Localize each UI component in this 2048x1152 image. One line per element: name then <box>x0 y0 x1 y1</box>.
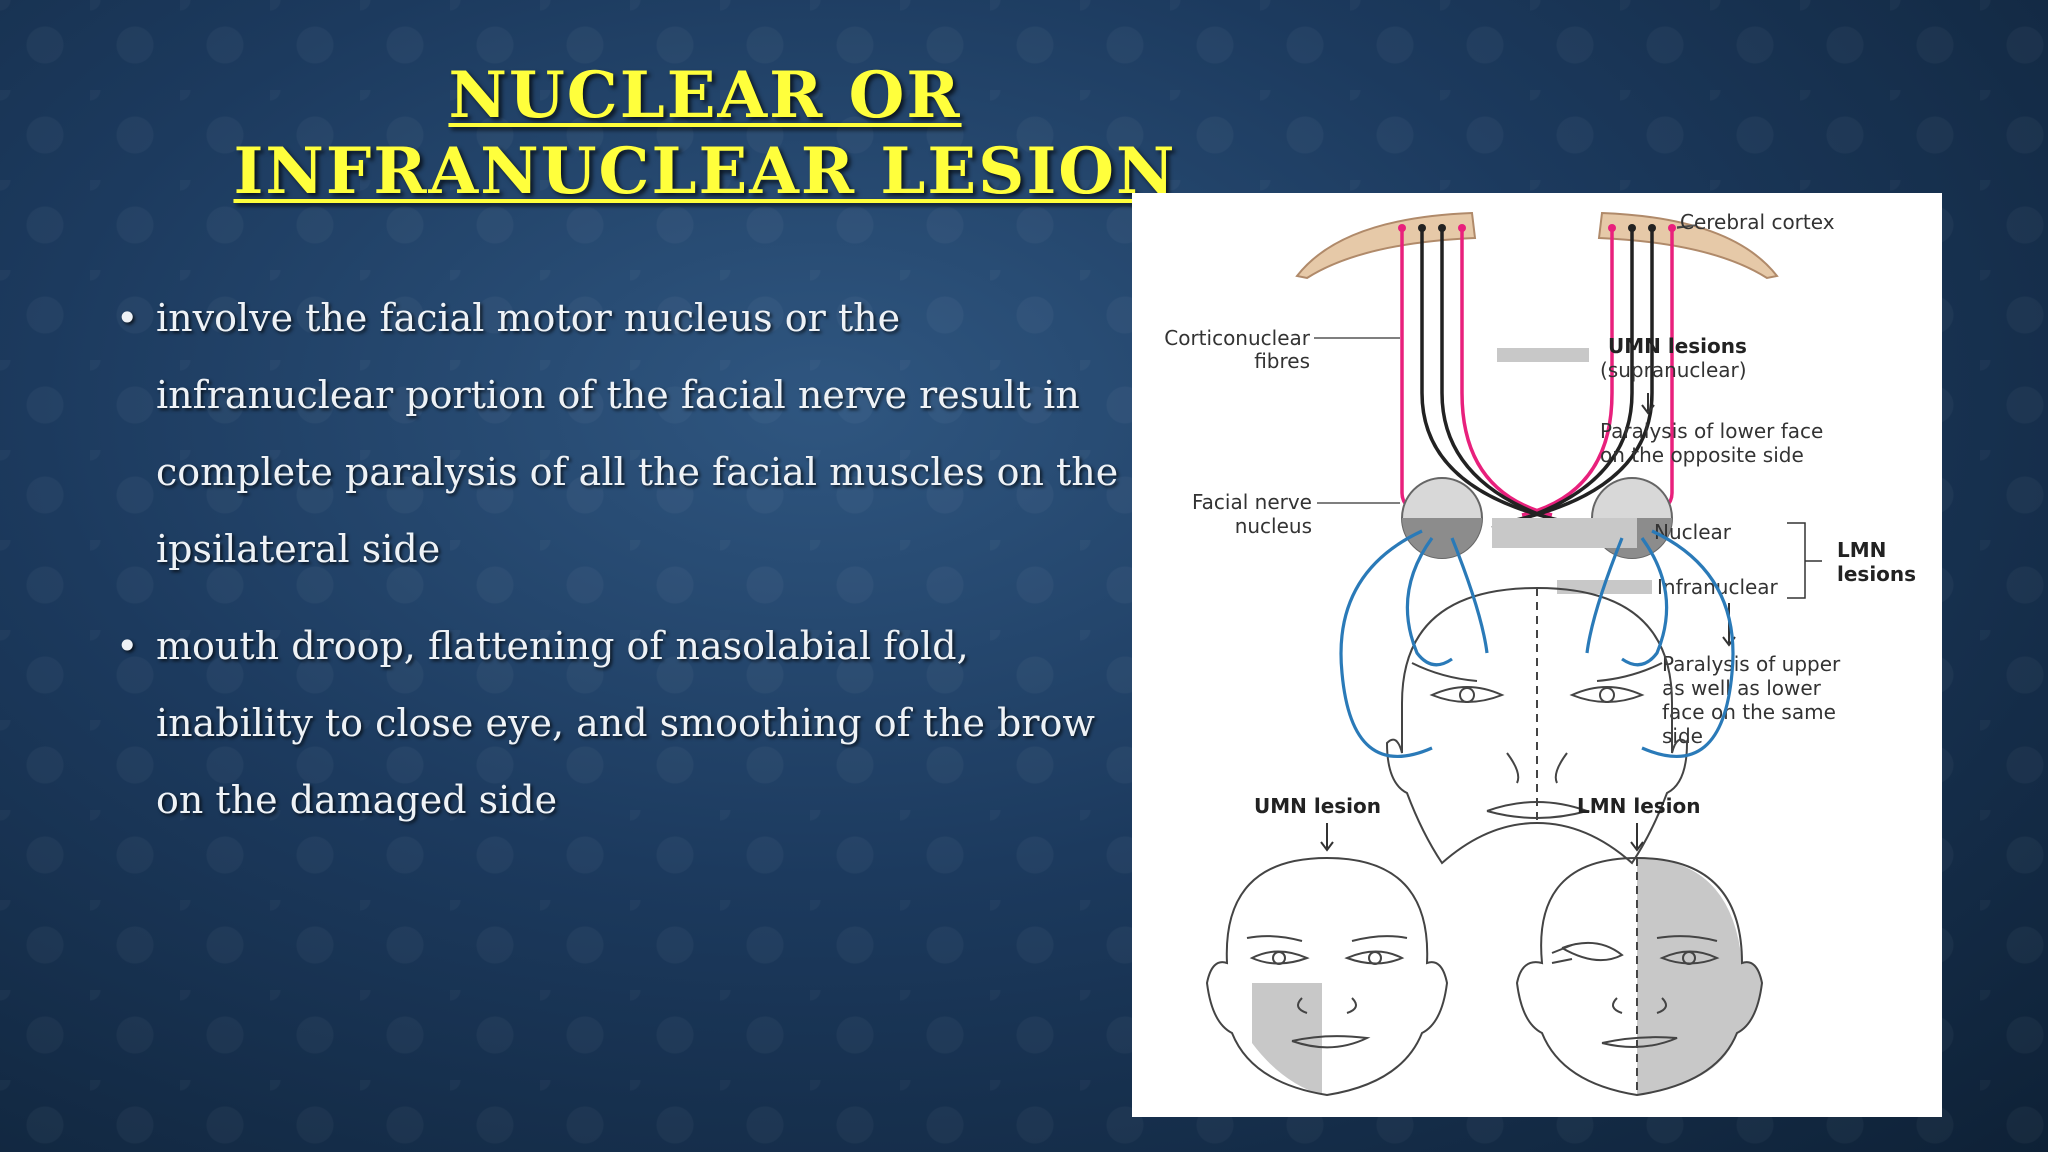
label-corticonuclear-2: fibres <box>1254 349 1310 373</box>
slide-title: NUCLEAR OR INFRANUCLEAR LESION <box>230 58 1180 210</box>
label-lmn-lesion: LMN lesion <box>1577 794 1701 818</box>
label-umn-lesions: UMN lesions <box>1608 334 1747 358</box>
bullet-item: involve the facial motor nucleus or the … <box>110 280 1120 588</box>
cortex-right <box>1597 211 1779 280</box>
cortex-left <box>1295 211 1477 280</box>
label-nuclear: Nuclear <box>1654 520 1732 544</box>
label-facial-nerve-2: nucleus <box>1235 514 1312 538</box>
lmn-lesion-face <box>1515 856 1764 1097</box>
umn-lesion-face <box>1205 856 1449 1097</box>
label-paralysis-upper-1: Paralysis of upper <box>1662 652 1841 676</box>
label-paralysis-upper-4: side <box>1662 724 1703 748</box>
label-paralysis-upper-2: as well as lower <box>1662 676 1822 700</box>
label-lmn-2: lesions <box>1837 562 1916 586</box>
central-face <box>1385 586 1689 865</box>
bullet-list: involve the facial motor nucleus or the … <box>110 280 1120 859</box>
label-facial-nerve-1: Facial nerve <box>1192 490 1312 514</box>
facial-nerve-diagram: Cerebral cortex Corticonuclear fibres UM… <box>1132 193 1942 1117</box>
label-paralysis-lower-1: Paralysis of lower face <box>1600 419 1823 443</box>
label-umn-lesion: UMN lesion <box>1254 794 1381 818</box>
fibre-cell-bodies <box>1398 224 1676 232</box>
umn-lesion-bar <box>1497 348 1589 362</box>
nuclear-lesion-bar <box>1492 518 1637 548</box>
label-paralysis-lower-2: on the opposite side <box>1600 443 1804 467</box>
label-corticonuclear-1: Corticonuclear <box>1164 326 1311 350</box>
label-supranuclear: (supranuclear) <box>1600 358 1747 382</box>
diagram-svg: Cerebral cortex Corticonuclear fibres UM… <box>1164 210 1916 1097</box>
bullet-item: mouth droop, flattening of nasolabial fo… <box>110 608 1120 839</box>
label-cerebral-cortex: Cerebral cortex <box>1680 210 1835 234</box>
label-paralysis-upper-3: face on the same <box>1662 700 1836 724</box>
title-line-2: INFRANUCLEAR LESION <box>233 134 1177 209</box>
facial-nerve-branches <box>1339 529 1735 758</box>
label-lmn-1: LMN <box>1837 538 1886 562</box>
facial-nerve-nucleus-left <box>1401 477 1483 559</box>
title-line-1: NUCLEAR OR <box>448 58 962 133</box>
